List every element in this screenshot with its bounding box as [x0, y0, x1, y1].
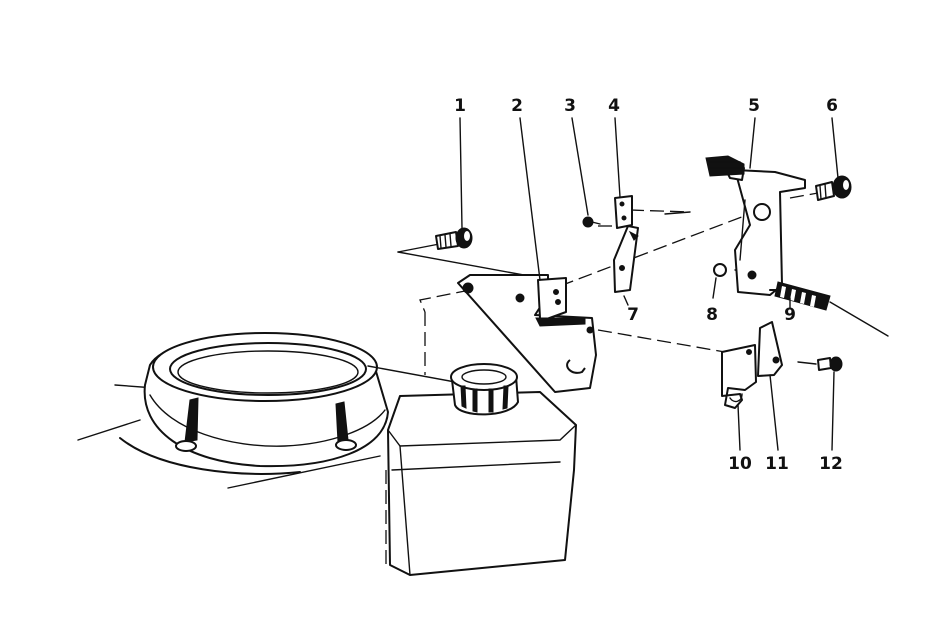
- part-8-ball: [713, 263, 727, 277]
- part-9-cable: [769, 281, 889, 337]
- fuel-tank: [367, 312, 577, 576]
- callout-5: 5: [748, 96, 760, 116]
- callout-9: 9: [784, 305, 796, 325]
- part-6-stud: [815, 175, 852, 201]
- callout-11: 11: [765, 454, 789, 474]
- part-7-link: [613, 225, 639, 293]
- part-12-screw: [797, 356, 843, 372]
- fuel-cap: [450, 363, 519, 416]
- part-4-plate: [614, 195, 633, 229]
- callout-2: 2: [511, 96, 523, 116]
- callout-1: 1: [454, 96, 466, 116]
- callout-10: 10: [728, 454, 752, 474]
- air-cleaner-housing: [143, 332, 389, 468]
- callout-leader-lines: [459, 117, 839, 451]
- callout-7: 7: [627, 305, 639, 325]
- callout-12: 12: [819, 454, 843, 474]
- part-1-bolt: [435, 227, 473, 250]
- engine-housing: [77, 384, 381, 489]
- assembly-guide-lines: [397, 192, 819, 353]
- callout-labels: 1 2 3 4 5 6 7 8 9 10 11 12: [454, 96, 843, 474]
- callout-6: 6: [826, 96, 838, 116]
- callout-4: 4: [608, 96, 620, 116]
- part-2-bracket: [457, 274, 597, 393]
- callout-3: 3: [564, 96, 576, 116]
- callout-8: 8: [706, 305, 718, 325]
- part-10-clip: [721, 344, 757, 409]
- part-11-clamp: [757, 321, 783, 377]
- part-3-screw: [582, 216, 601, 228]
